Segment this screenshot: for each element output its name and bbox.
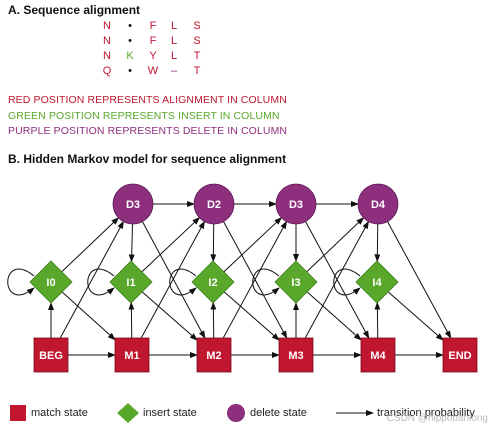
delete-state-node: [112, 183, 154, 225]
legend-line-delete: PURPLE POSITION REPRESENTS DELETE IN COL…: [8, 125, 288, 137]
match-state-node: [33, 337, 69, 373]
key-match-swatch: [10, 405, 26, 421]
transition-arrow: [141, 217, 201, 273]
alignment-cell: •: [128, 35, 132, 47]
section-a-title: Sequence alignment: [23, 3, 141, 17]
transition-arrow: [305, 221, 370, 339]
match-state-label: M4: [370, 350, 386, 362]
alignment-cell: S: [193, 35, 201, 47]
alignment-cell: L: [170, 35, 178, 47]
section-a-label: A.: [8, 3, 20, 17]
match-state-label: END: [448, 350, 471, 362]
alignment-cell: N: [103, 20, 111, 32]
insert-state-node: [355, 260, 399, 304]
section-b-heading: B. Hidden Markov model for sequence alig…: [8, 152, 286, 166]
key-insert-label: insert state: [143, 407, 197, 419]
insert-self-loop: [169, 268, 197, 296]
insert-state-node: [274, 260, 318, 304]
delete-state-label: D3: [289, 199, 303, 211]
insert-state-label: I3: [291, 277, 300, 289]
transition-arrow: [142, 221, 206, 339]
key-delete-label: delete state: [250, 407, 307, 419]
insert-state-label: I1: [126, 277, 135, 289]
transition-arrow: [59, 220, 124, 339]
insert-state-label: I2: [208, 277, 217, 289]
alignment-cell: T: [193, 65, 201, 77]
legend-line-insert: GREEN POSITION REPRESENTS INSERT IN COLU…: [8, 110, 280, 122]
transition-arrow: [61, 291, 116, 341]
insert-self-loop: [333, 268, 361, 296]
alignment-cell: T: [193, 50, 201, 62]
insert-state-label: I4: [372, 277, 382, 289]
insert-state-label: I0: [46, 277, 55, 289]
insert-self-loop: [87, 268, 115, 296]
delete-state-label: D4: [371, 199, 386, 211]
watermark: CSDN @hippobanlong: [386, 413, 488, 424]
delete-state-label: D3: [126, 199, 140, 211]
insert-state-node: [191, 260, 235, 304]
alignment-cell: F: [149, 20, 157, 32]
delete-state-node: [357, 183, 399, 225]
alignment-cell: •: [128, 20, 132, 32]
key-delete-swatch: [227, 404, 245, 422]
transition-arrow: [61, 217, 120, 273]
alignment-cell: Y: [149, 50, 157, 62]
match-state-node: [114, 337, 150, 373]
alignment-cell: S: [193, 20, 201, 32]
alignment-cell: L: [170, 20, 178, 32]
transition-arrow: [141, 291, 198, 341]
alignment-cell: L: [170, 50, 178, 62]
match-state-label: BEG: [39, 350, 63, 362]
transition-edges: [7, 201, 452, 358]
key-shapes: [10, 403, 374, 423]
alignment-cell: F: [149, 35, 157, 47]
transition-arrow: [140, 220, 205, 339]
transition-arrow: [223, 221, 288, 339]
alignment-cell: –: [170, 65, 178, 77]
legend-line-match: RED POSITION REPRESENTS ALIGNMENT IN COL…: [8, 94, 287, 106]
match-state-node: [196, 337, 232, 373]
key-match-label: match state: [31, 407, 88, 419]
transition-arrow: [223, 217, 283, 273]
transition-arrow: [223, 291, 280, 341]
match-state-node: [442, 337, 478, 373]
match-state-label: M3: [288, 350, 303, 362]
transition-arrow: [306, 291, 362, 341]
match-state-node: [360, 337, 396, 373]
insert-self-loop: [252, 268, 280, 296]
insert-state-node: [29, 260, 73, 304]
key-transition-label: transition probability: [377, 407, 475, 419]
insert-self-loop: [7, 268, 35, 296]
match-state-label: M2: [206, 350, 221, 362]
transition-arrow: [128, 223, 135, 263]
alignment-cell: N: [103, 35, 111, 47]
alignment-cell: Q: [102, 65, 112, 77]
transition-arrow: [387, 221, 452, 339]
alignment-cell: •: [128, 65, 132, 77]
alignment-cell: K: [126, 50, 134, 62]
insert-state-node: [109, 260, 153, 304]
delete-state-node: [193, 183, 235, 225]
delete-state-node: [275, 183, 317, 225]
transition-arrow: [387, 291, 444, 341]
transition-arrow: [306, 217, 365, 273]
alignment-cell: W: [147, 65, 159, 77]
match-state-node: [278, 337, 314, 373]
key-insert-swatch: [117, 403, 139, 423]
section-a-heading: A. Sequence alignment: [8, 3, 140, 17]
delete-state-label: D2: [207, 199, 221, 211]
match-state-label: M1: [124, 350, 139, 362]
alignment-cell: N: [103, 50, 111, 62]
section-b-title: Hidden Markov model for sequence alignme…: [23, 152, 287, 166]
section-b-label: B.: [8, 152, 20, 166]
